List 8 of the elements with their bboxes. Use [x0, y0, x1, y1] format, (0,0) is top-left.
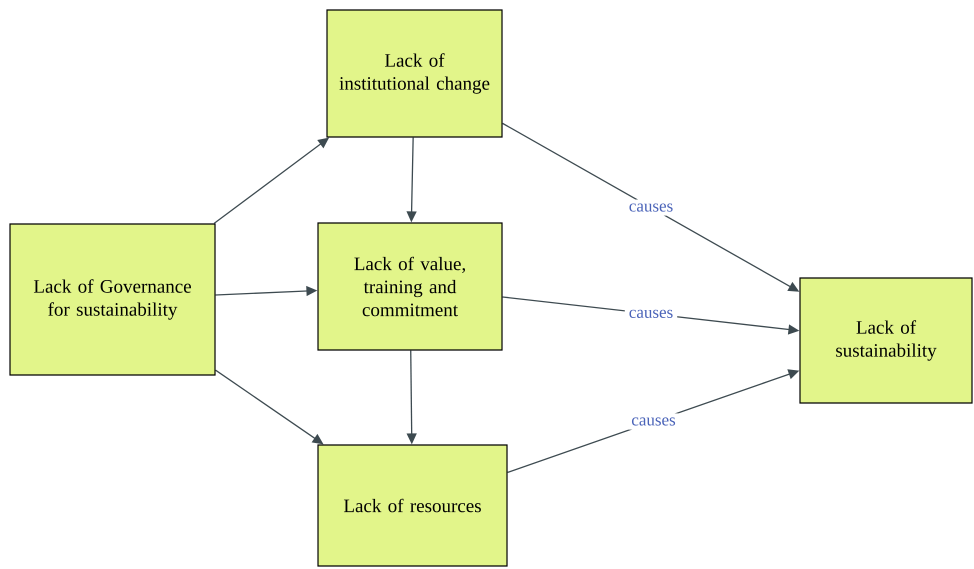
process-box: Lack of institutional change [326, 9, 503, 138]
edge-label: causes [624, 306, 678, 322]
process-box: Lack of resources [317, 444, 508, 567]
process-box: Lack of Governance for sustainability [9, 223, 216, 376]
edge-label: causes [627, 413, 680, 430]
process-box: Lack of sustainability [799, 277, 973, 404]
edge-label: causes [624, 200, 678, 216]
process-box: Lack of value, training and commitment [317, 222, 503, 351]
